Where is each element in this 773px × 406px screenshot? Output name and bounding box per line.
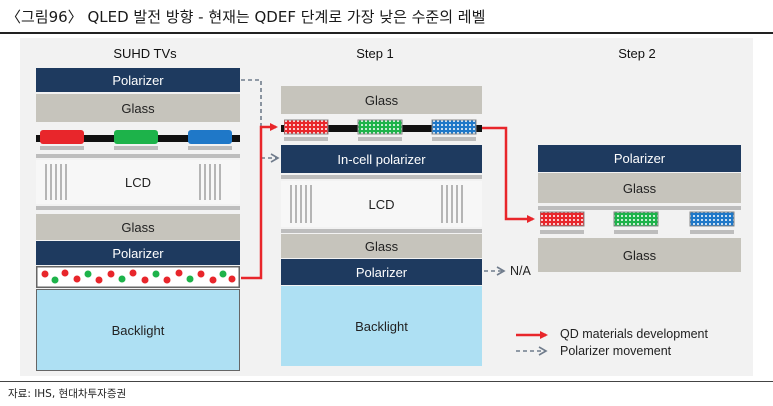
suhd-lcd-label: LCD — [124, 174, 151, 190]
qd-move-arrow-1 — [241, 123, 278, 280]
step1-tft-pad-1 — [284, 137, 328, 141]
na-label: N/A — [510, 264, 531, 278]
step1-bottom-polarizer-label: Polarizer — [355, 264, 408, 280]
suhd-liquid-crystal-lines — [45, 164, 221, 200]
qd-move-arrow-2 — [482, 126, 535, 223]
step1-top-glass-label: Glass — [364, 92, 399, 108]
column-header-step2: Step 2 — [618, 46, 656, 61]
figure-title: 〈그림96〉 QLED 발전 방향 - 현재는 QDEF 단계로 가장 낮은 수… — [6, 8, 486, 26]
suhd-top-glass: Glass — [36, 94, 240, 122]
step2-alignment-layer — [538, 206, 741, 210]
suhd-qd-film — [36, 266, 240, 288]
step2-qd-color-filters — [540, 211, 735, 227]
polarizer-move-arrow-1 — [241, 79, 280, 163]
suhd-alignment-layer-bottom — [36, 206, 240, 210]
step2-top-glass-label: Glass — [622, 180, 657, 196]
step1-incell-polarizer-label: In-cell polarizer — [337, 151, 426, 167]
suhd-bottom-polarizer-label: Polarizer — [112, 245, 164, 261]
step1-tft-pad-3 — [432, 137, 476, 141]
suhd-tft-pad-2 — [114, 146, 158, 150]
suhd-red-color-filter — [40, 130, 84, 144]
step1-tft-pad-2 — [358, 137, 402, 141]
suhd-tft-pad-3 — [188, 146, 232, 150]
suhd-blue-color-filter — [188, 130, 232, 144]
column-header-suhd: SUHD TVs — [113, 46, 177, 61]
step2-top-polarizer: Polarizer — [538, 145, 741, 172]
step1-lcd-layer: LCD — [281, 181, 482, 227]
step1-alignment-layer-top — [281, 175, 482, 179]
step1-lcd-label: LCD — [368, 196, 395, 212]
step2-tft-pad-3 — [690, 230, 734, 234]
step1-bottom-glass: Glass — [281, 234, 482, 258]
step2-bottom-glass-label: Glass — [622, 247, 657, 263]
suhd-bottom-polarizer: Polarizer — [36, 241, 240, 265]
suhd-green-color-filter — [114, 130, 158, 144]
suhd-top-polarizer-label: Polarizer — [112, 72, 164, 88]
step1-incell-polarizer: In-cell polarizer — [281, 145, 482, 173]
step2-top-glass: Glass — [538, 173, 741, 203]
step1-top-glass: Glass — [281, 86, 482, 114]
legend-polarizer-label: Polarizer movement — [560, 344, 672, 358]
step1-alignment-layer-bottom — [281, 229, 482, 233]
step2-tft-pad-1 — [540, 230, 584, 234]
suhd-backlight-label: Backlight — [111, 322, 165, 338]
column-header-step1: Step 1 — [356, 46, 394, 61]
footer-rule — [0, 381, 773, 382]
step1-liquid-crystal-lines — [290, 185, 463, 223]
suhd-alignment-layer-top — [36, 154, 240, 158]
source-note: 자료: IHS, 현대차투자증권 — [8, 388, 127, 400]
title-rule — [0, 32, 773, 34]
step1-bottom-glass-label: Glass — [364, 238, 399, 254]
suhd-top-glass-label: Glass — [121, 100, 155, 116]
suhd-top-polarizer: Polarizer — [36, 68, 240, 92]
suhd-tft-pad-1 — [40, 146, 84, 150]
step1-qd-color-filters — [284, 119, 477, 135]
step2-bottom-glass: Glass — [538, 238, 741, 272]
suhd-bottom-glass: Glass — [36, 214, 240, 240]
step1-backlight-label: Backlight — [355, 318, 408, 334]
legend-qd-label: QD materials development — [560, 327, 708, 341]
step1-backlight: Backlight — [281, 286, 482, 366]
step2-top-polarizer-label: Polarizer — [613, 151, 666, 166]
suhd-backlight: Backlight — [36, 289, 240, 371]
suhd-bottom-glass-label: Glass — [121, 219, 155, 235]
step1-bottom-polarizer: Polarizer — [281, 259, 482, 285]
step2-tft-pad-2 — [614, 230, 658, 234]
